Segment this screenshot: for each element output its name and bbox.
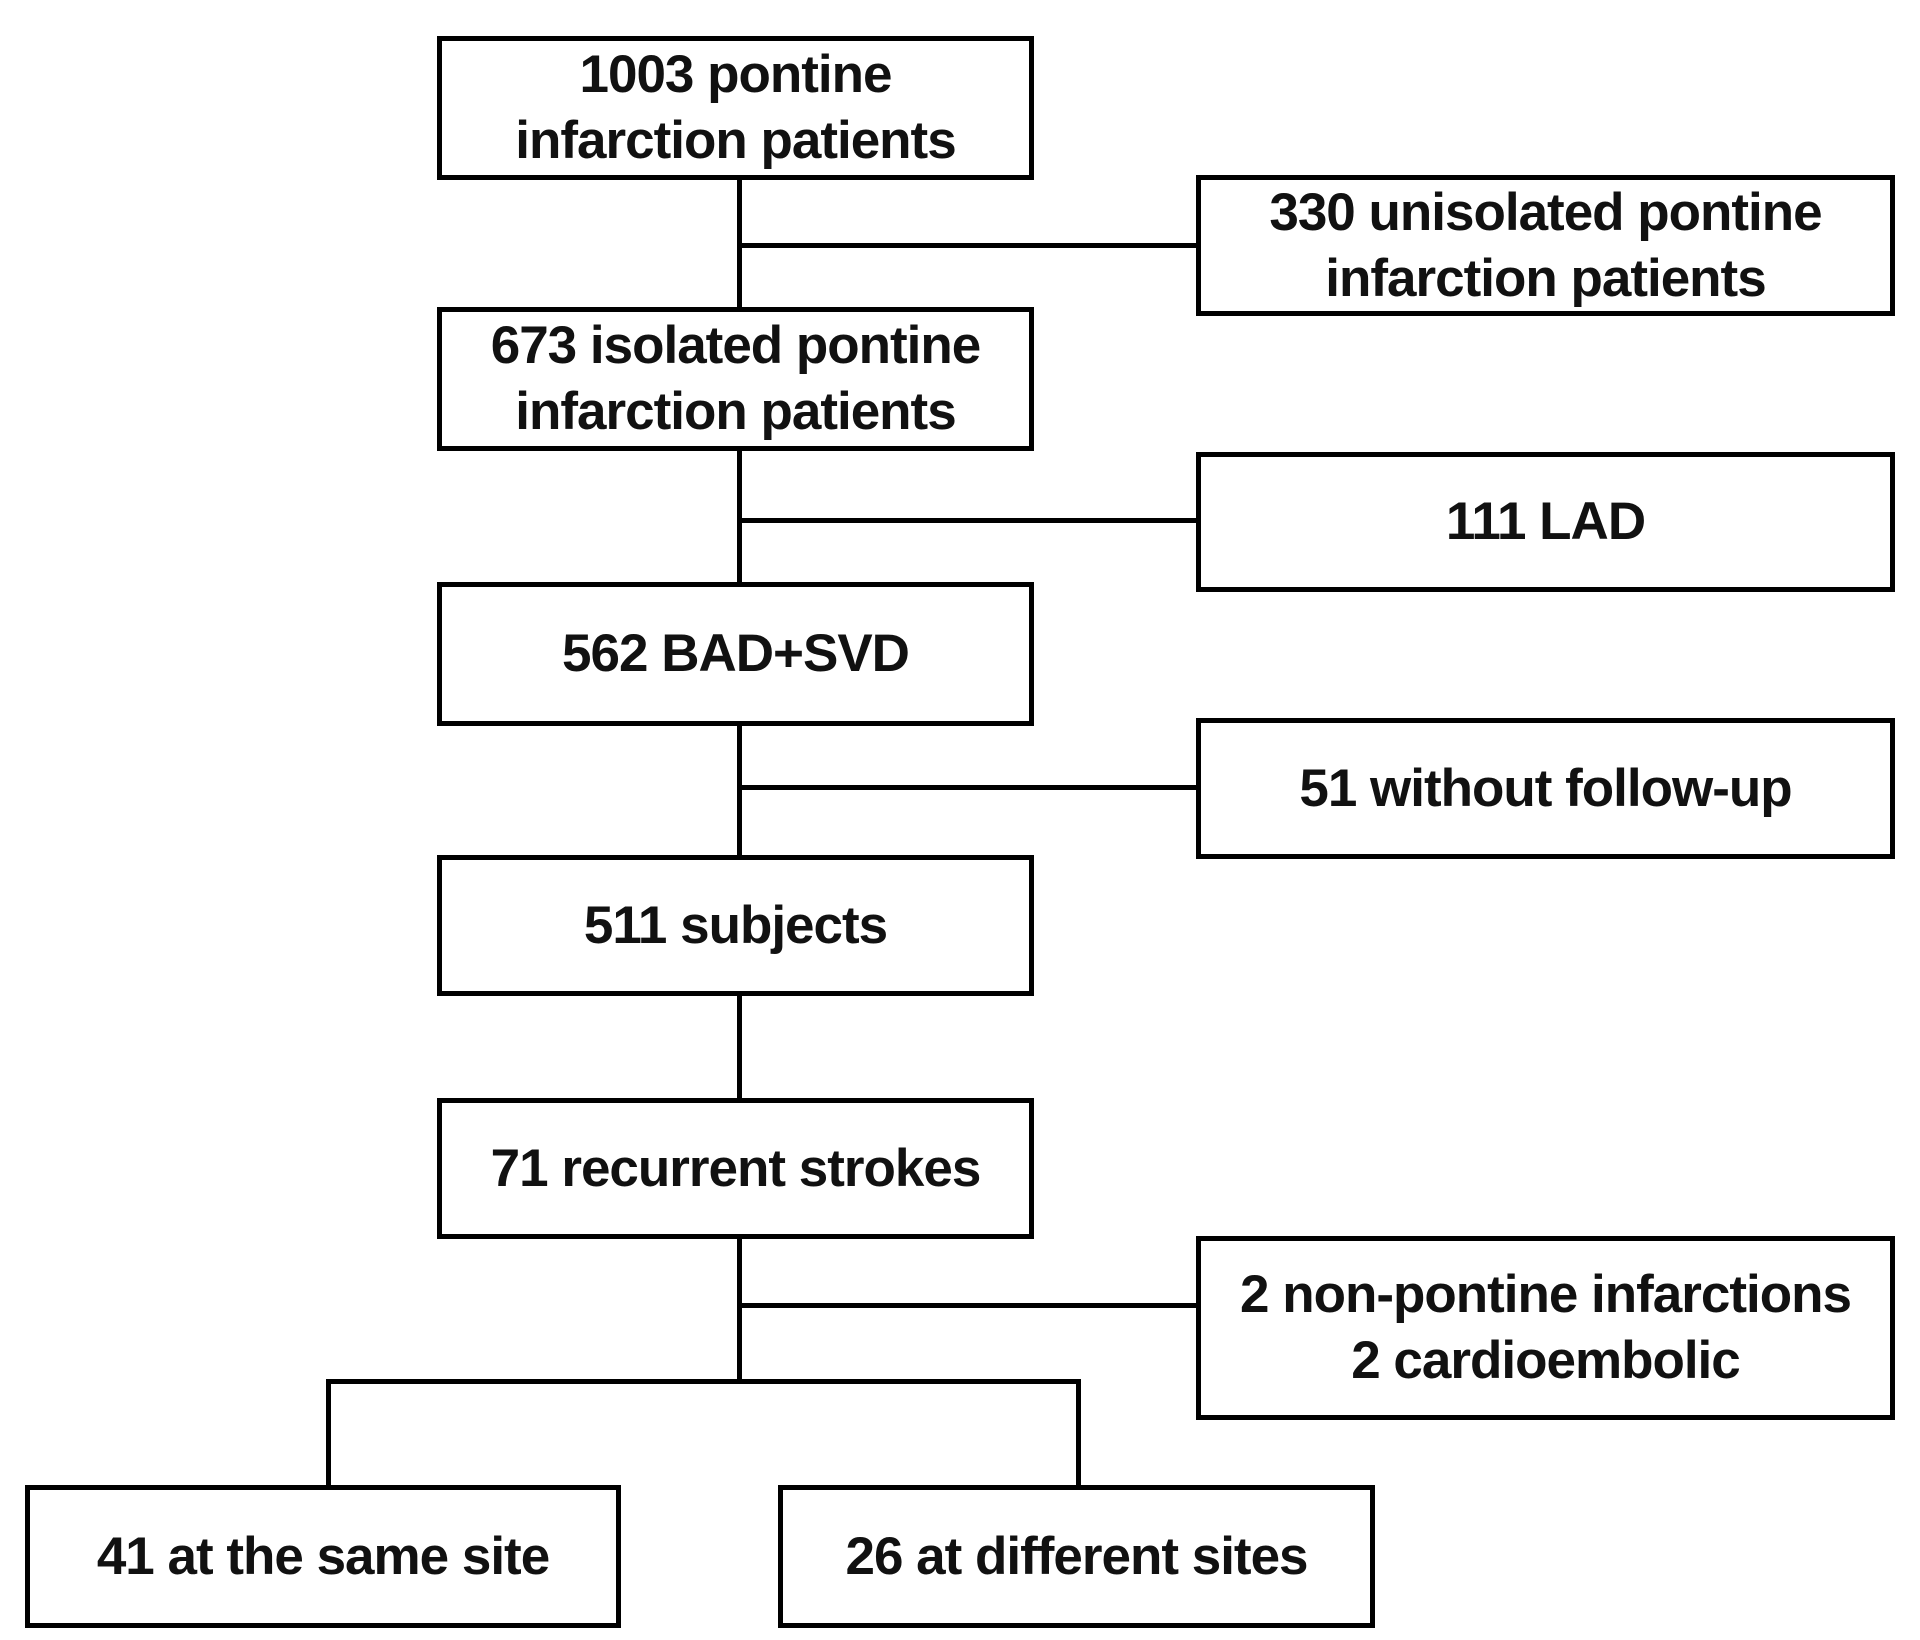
box-excluded-unisolated-label: 330 unisolated pontine infarction patien… bbox=[1269, 182, 1822, 308]
box-initial-patients: 1003 pontine infarction patients bbox=[437, 36, 1034, 180]
connector-to-excluded-no-followup bbox=[737, 785, 1199, 790]
connector-bad-svd-to-subjects bbox=[737, 723, 742, 858]
box-different-sites-label: 26 at different sites bbox=[845, 1526, 1308, 1586]
box-same-site-label: 41 at the same site bbox=[96, 1526, 550, 1586]
box-excluded-lad: 111 LAD bbox=[1196, 452, 1895, 592]
box-excluded-lad-label: 111 LAD bbox=[1445, 492, 1646, 551]
box-bad-svd: 562 BAD+SVD bbox=[437, 582, 1034, 726]
connector-to-excluded-lad bbox=[737, 518, 1199, 523]
box-excluded-unisolated: 330 unisolated pontine infarction patien… bbox=[1196, 175, 1895, 316]
connector-to-same-site bbox=[326, 1379, 331, 1489]
box-subjects: 511 subjects bbox=[437, 855, 1034, 996]
connector-to-excluded-unisolated bbox=[737, 243, 1199, 248]
box-isolated-patients-label: 673 isolated pontine infarction patients bbox=[490, 316, 982, 441]
box-different-sites: 26 at different sites bbox=[778, 1485, 1375, 1628]
box-bad-svd-label: 562 BAD+SVD bbox=[562, 624, 910, 683]
box-same-site: 41 at the same site bbox=[25, 1485, 621, 1628]
box-initial-patients-label: 1003 pontine infarction patients bbox=[515, 45, 956, 170]
connector-to-different-sites bbox=[1076, 1379, 1081, 1489]
box-excluded-no-followup: 51 without follow-up bbox=[1196, 718, 1895, 859]
connector-to-excluded-other bbox=[737, 1303, 1199, 1308]
box-excluded-no-followup-label: 51 without follow-up bbox=[1299, 758, 1792, 818]
connector-isolated-to-bad-svd bbox=[737, 448, 742, 585]
box-excluded-other: 2 non-pontine infarctions 2 cardioemboli… bbox=[1196, 1236, 1895, 1420]
box-subjects-label: 511 subjects bbox=[583, 895, 888, 955]
box-recurrent-strokes: 71 recurrent strokes bbox=[437, 1098, 1034, 1239]
box-isolated-patients: 673 isolated pontine infarction patients bbox=[437, 307, 1034, 451]
box-recurrent-strokes-label: 71 recurrent strokes bbox=[490, 1138, 982, 1198]
connector-split-bar bbox=[326, 1379, 1081, 1384]
box-excluded-other-label: 2 non-pontine infarctions 2 cardioemboli… bbox=[1240, 1265, 1852, 1390]
connector-subjects-to-recurrent bbox=[737, 993, 742, 1101]
connector-recurrent-to-split bbox=[737, 1236, 742, 1384]
